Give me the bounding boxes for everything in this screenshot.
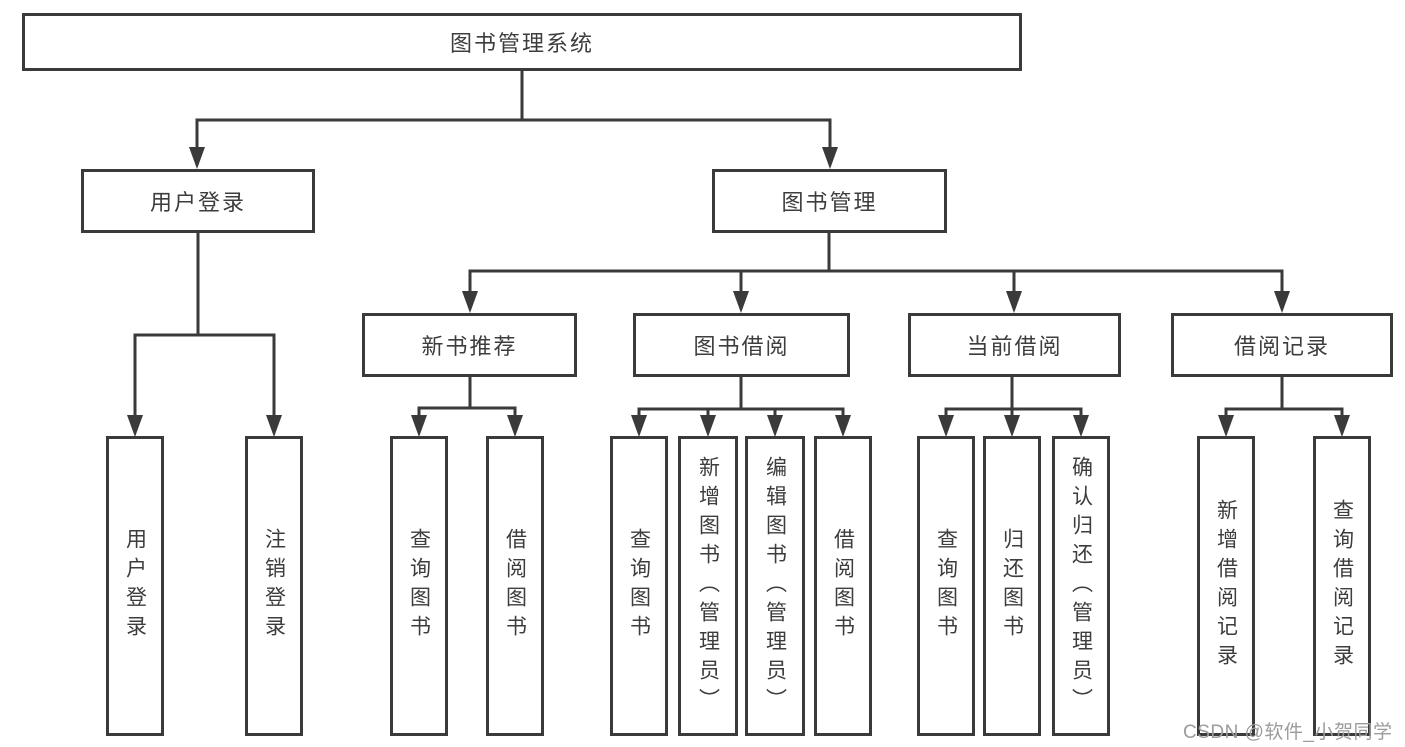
node-borrow-record: 借阅记录 (1171, 313, 1393, 377)
arrowheads (127, 147, 1350, 437)
node-leaf-borrow-book-2: 借阅图书 (814, 436, 872, 736)
node-leaf-borrow-book-1: 借阅图书 (486, 436, 544, 736)
node-leaf-user-login: 用户登录 (106, 436, 164, 736)
connector-new-book (417, 374, 517, 410)
node-user-login: 用户登录 (81, 169, 315, 233)
node-leaf-add-borrow-record: 新增借阅记录 (1197, 436, 1255, 736)
node-leaf-confirm-return-admin: 确认归还（管理员） (1052, 436, 1110, 736)
node-root: 图书管理系统 (22, 13, 1022, 71)
node-leaf-query-book-1: 查询图书 (390, 436, 448, 736)
node-new-book-rec: 新书推荐 (362, 313, 577, 377)
connector-book-mgmt (468, 229, 1284, 273)
node-leaf-add-book-admin: 新增图书（管理员） (678, 436, 738, 736)
watermark: CSDN @软件_小贺同学 (1183, 722, 1393, 743)
node-leaf-query-book-2: 查询图书 (610, 436, 668, 736)
connector-borrow-record (1224, 374, 1344, 411)
node-leaf-return-book: 归还图书 (983, 436, 1041, 736)
connector-user-login (133, 229, 276, 337)
node-book-borrow: 图书借阅 (633, 313, 850, 377)
node-leaf-query-book-3: 查询图书 (917, 436, 975, 736)
node-current-borrow: 当前借阅 (908, 313, 1121, 377)
connector-root (195, 68, 832, 122)
connector-book-borrow (637, 374, 845, 411)
node-leaf-edit-book-admin: 编辑图书（管理员） (745, 436, 805, 736)
node-leaf-query-borrow-record: 查询借阅记录 (1313, 436, 1371, 736)
node-leaf-logout: 注销登录 (245, 436, 303, 736)
node-book-mgmt: 图书管理 (712, 169, 947, 233)
connector-current-borrow (944, 374, 1083, 411)
